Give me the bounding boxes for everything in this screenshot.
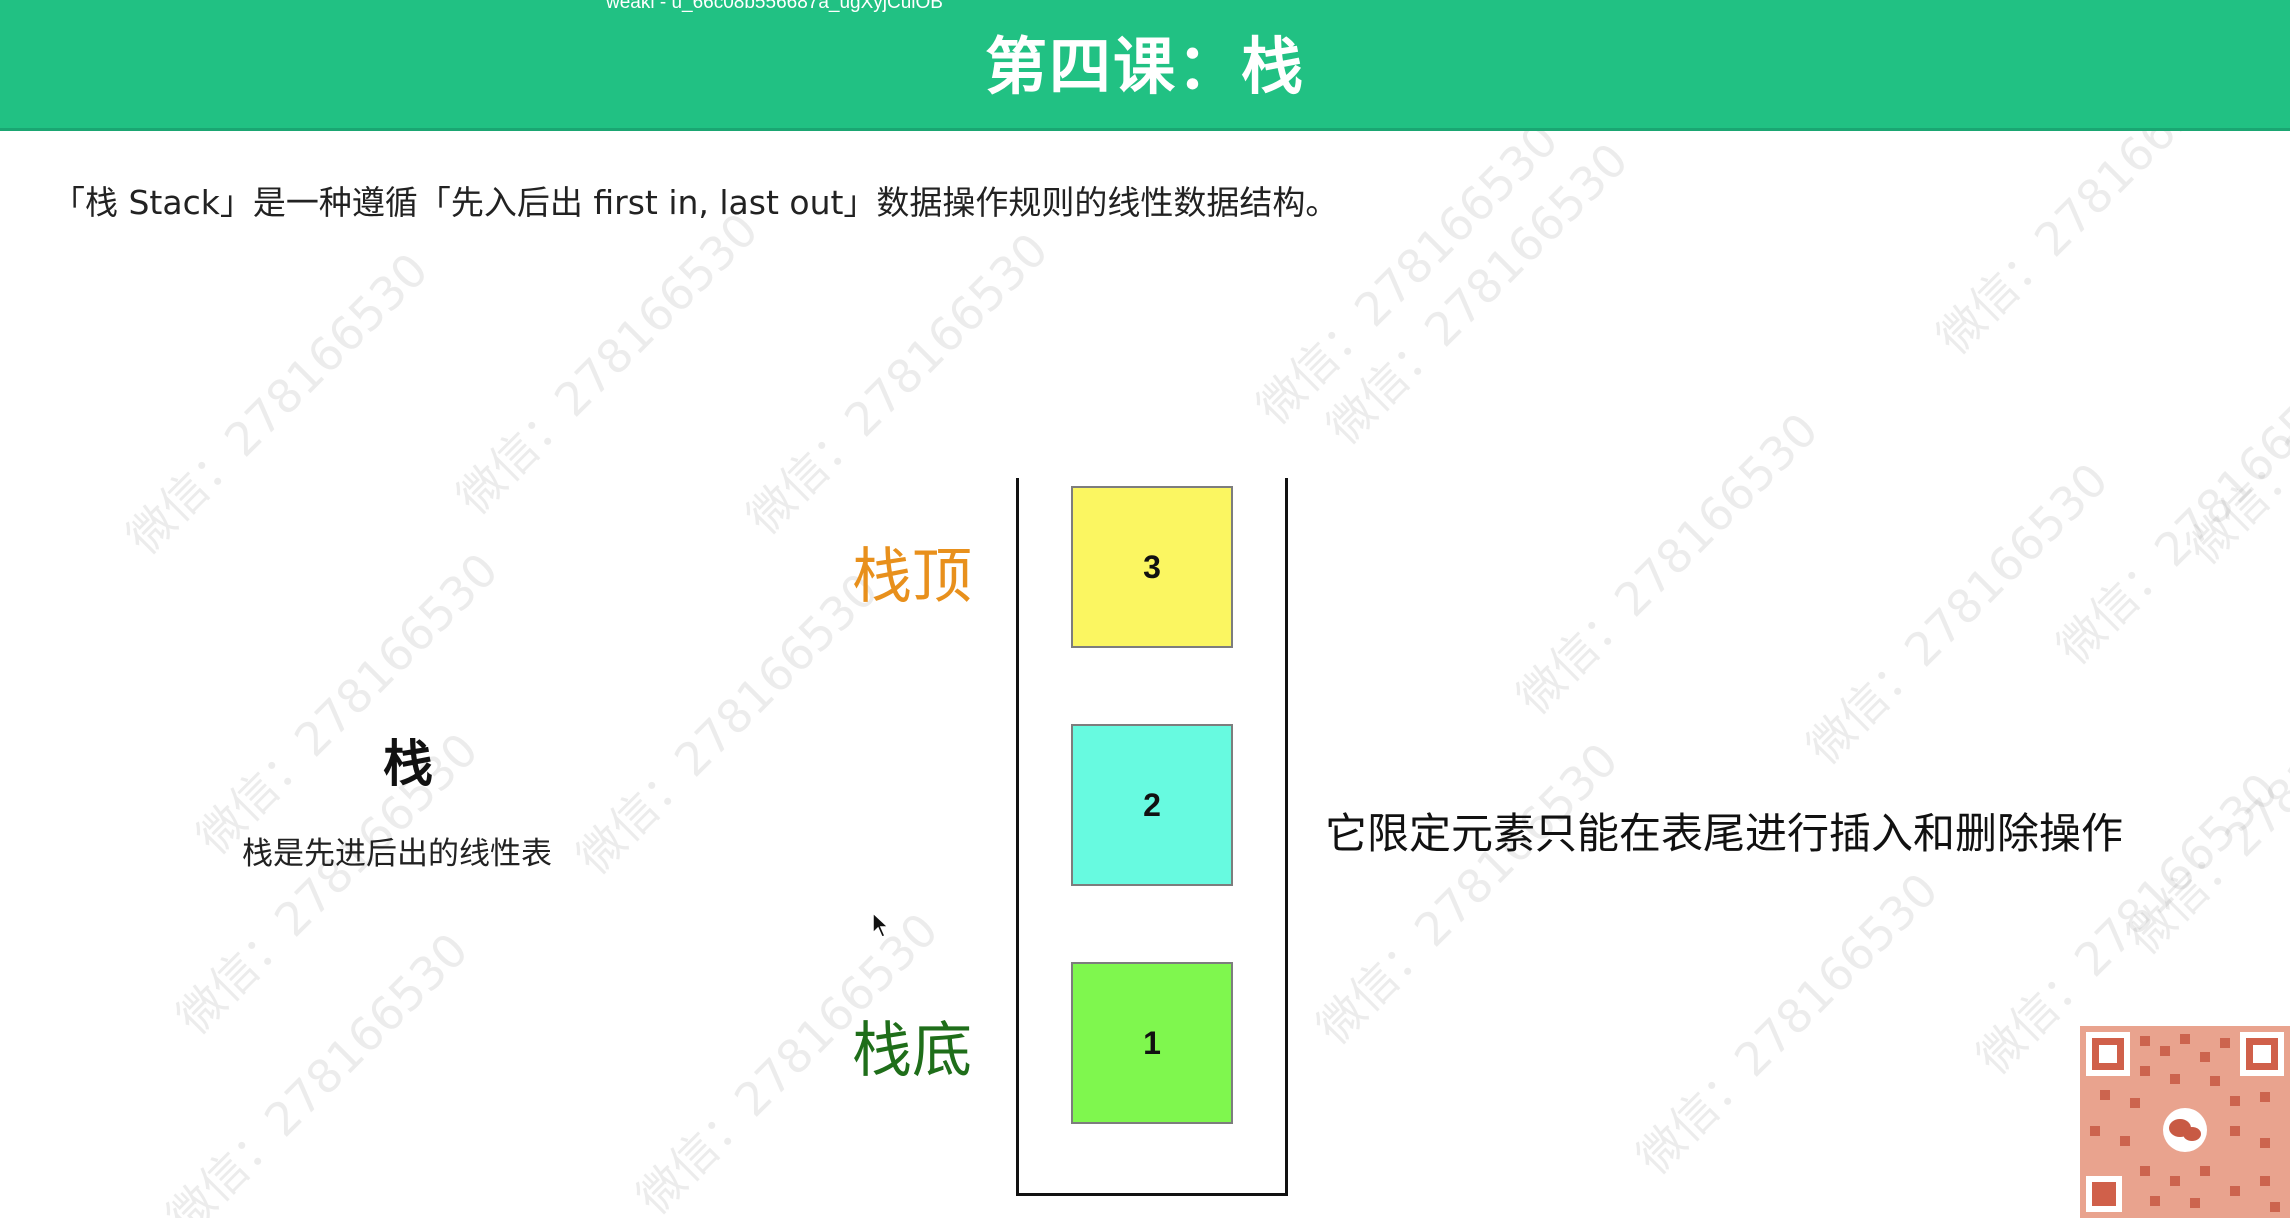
- stack-block-3: 3: [1071, 486, 1233, 648]
- watermark-text: 微信：278166530: [186, 542, 509, 865]
- page-title: 第四课：栈: [984, 30, 1305, 103]
- watermark-text: 微信：278166530: [116, 242, 439, 565]
- watermark-text: 微信：278166530: [1626, 862, 1949, 1185]
- watermark-text: 微信：278166530: [1316, 132, 1639, 455]
- concept-title: 栈: [383, 735, 433, 793]
- header-bar: weaki - u_66c08b556687a_ugXyjCulOB 第四课：栈: [0, 0, 2290, 131]
- stack-left-wall: [1016, 478, 1019, 1196]
- watermark-text: 微信：278166530: [156, 922, 479, 1218]
- stack-floor: [1016, 1193, 1288, 1196]
- watermark-text: 微信：278166530: [1246, 112, 1569, 435]
- source-label: weaki - u_66c08b556687a_ugXyjCulOB: [606, 0, 943, 13]
- concept-description: 栈是先进后出的线性表: [242, 836, 552, 872]
- stack-block-2: 2: [1071, 724, 1233, 886]
- watermark-text: 微信：278166530: [1796, 452, 2119, 775]
- stack-right-wall: [1285, 478, 1288, 1196]
- stack-block-1: 1: [1071, 962, 1233, 1124]
- watermark-text: 微信：278166530: [1306, 732, 1629, 1055]
- watermark-text: 微信：278166530: [566, 562, 889, 885]
- watermark-text: 微信：278166530: [1506, 402, 1829, 725]
- watermark-text: 微信：278166530: [2116, 642, 2290, 965]
- watermark-text: 微信：278166530: [2176, 252, 2290, 575]
- watermark-text: 微信：278166530: [2046, 352, 2290, 675]
- stack-bottom-label: 栈底: [852, 1016, 972, 1086]
- wechat-qr-code-icon: [2080, 1026, 2290, 1218]
- intro-text: 「栈 Stack」是一种遵循「先入后出 first in, last out」数…: [52, 183, 1339, 222]
- watermark-text: 微信：278166530: [446, 202, 769, 525]
- rule-text: 它限定元素只能在表尾进行插入和删除操作: [1325, 809, 2124, 858]
- stack-top-label: 栈顶: [852, 542, 972, 612]
- mouse-pointer-icon: [872, 912, 890, 938]
- watermark-text: 微信：278166530: [736, 222, 1059, 545]
